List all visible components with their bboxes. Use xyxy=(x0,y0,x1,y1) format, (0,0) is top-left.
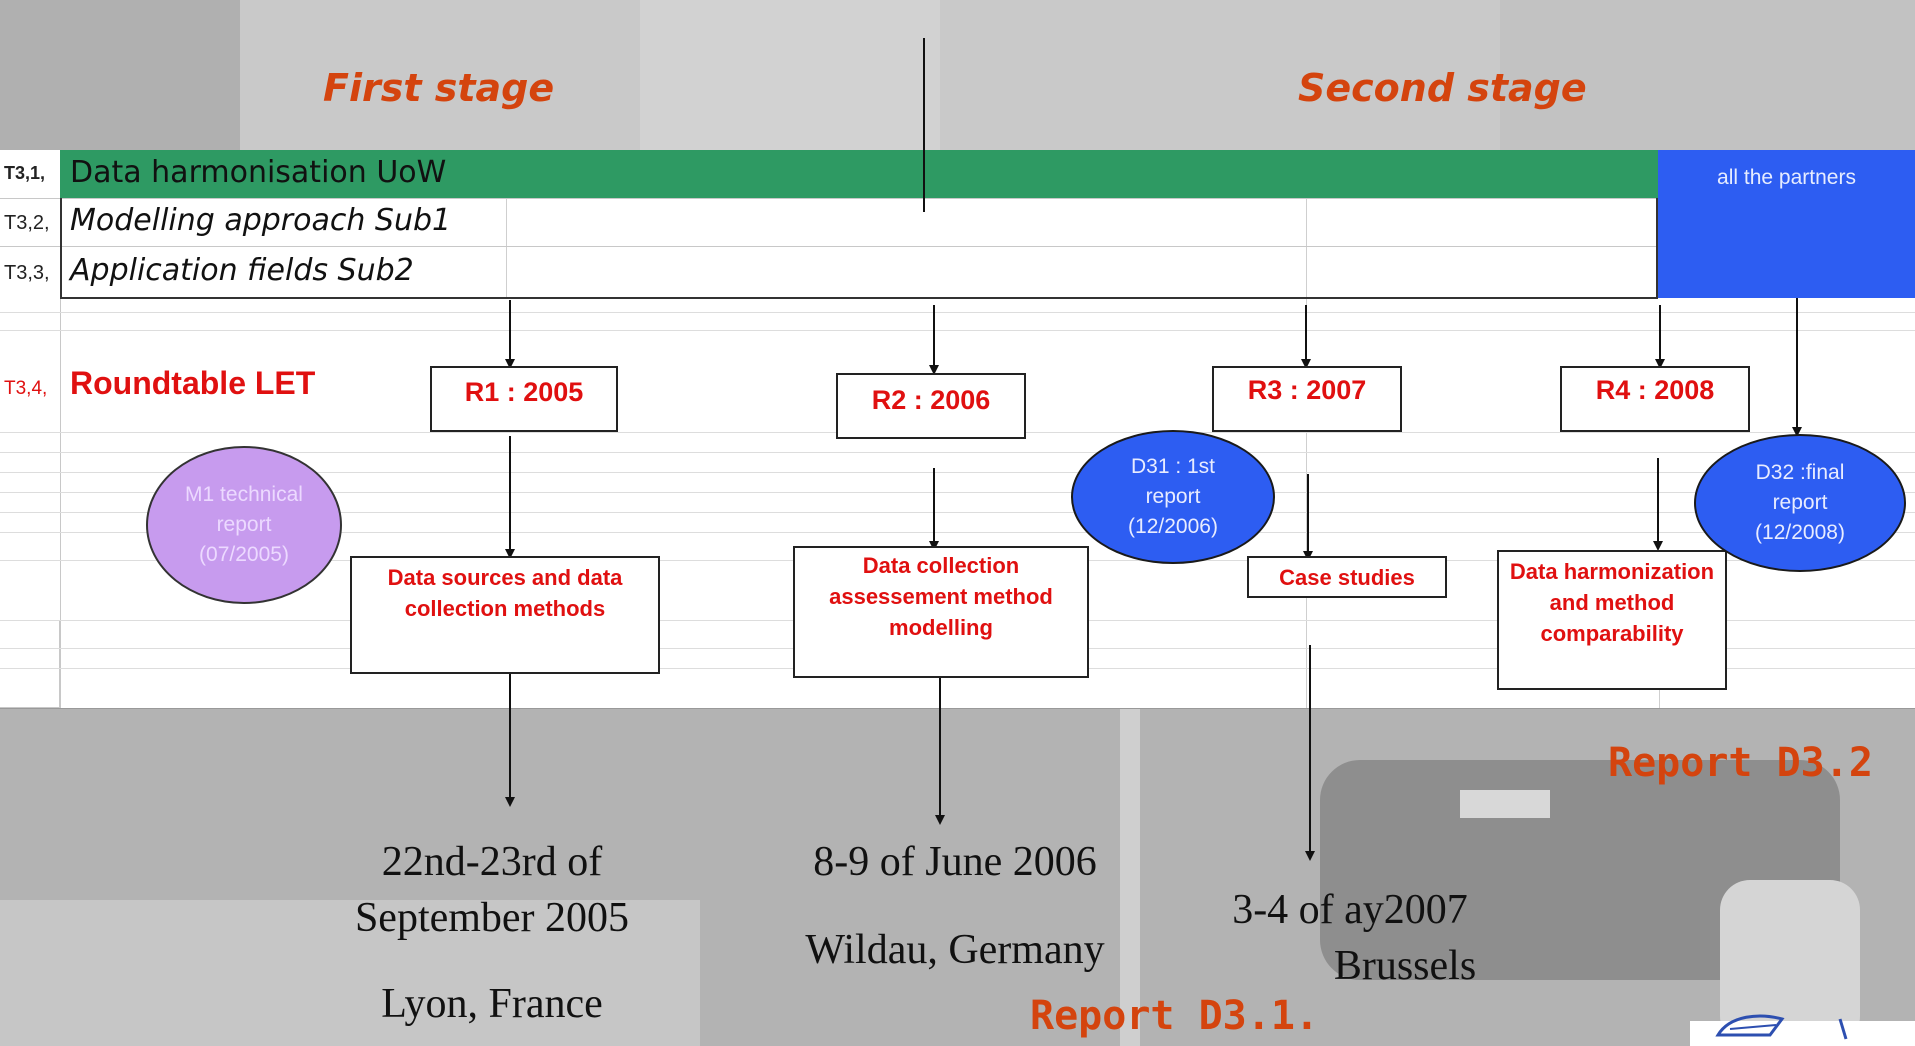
grid-row-line xyxy=(0,492,1915,493)
activity-box-data-harmonization: Data harmonization and method comparabil… xyxy=(1497,550,1727,690)
roundtable-label-r1: R1 : 2005 xyxy=(464,377,584,407)
task-label-roundtable: Roundtable LET xyxy=(70,365,316,401)
task-label-data-harmonisation: Data harmonisation UoW xyxy=(70,155,447,190)
task-code-t33: T3,3, xyxy=(4,262,50,284)
activity-box-data-sources: Data sources and data collection methods xyxy=(350,556,660,674)
grid-row-line xyxy=(0,452,1915,453)
milestone-ellipse-d31: D31 : 1st report (12/2006) xyxy=(1071,430,1275,564)
sheet-left-stub xyxy=(0,620,60,708)
milestone-ellipse-d32: D32 :final report (12/2008) xyxy=(1694,434,1906,572)
event-date-brussels: 3-4 of ay2007 xyxy=(1232,887,1468,933)
roundtable-label-r2: R2 : 2006 xyxy=(871,385,991,415)
sheet-left-column-line xyxy=(60,150,61,708)
first-stage-title: First stage xyxy=(323,66,555,110)
sheet-column-line xyxy=(1306,198,1307,708)
report-d31-label: Report D3.1. xyxy=(1030,993,1319,1039)
grid-row-line xyxy=(0,512,1915,513)
grid-row-line xyxy=(0,246,1915,247)
event-date-lyon: 22nd-23rd of September 2005 xyxy=(354,839,630,941)
grid-row-line xyxy=(0,330,1915,331)
task-code-t32: T3,2, xyxy=(4,212,50,234)
task-rows-outline xyxy=(60,198,1658,299)
event-place-brussels: Brussels xyxy=(1333,943,1477,989)
roundtable-box-r2: R2 : 2006 xyxy=(836,373,1026,439)
grid-row-line xyxy=(0,532,1915,533)
grid-row-line xyxy=(0,198,1915,199)
task-code-t34: T3,4, xyxy=(4,378,48,399)
roundtable-label-r4: R4 : 2008 xyxy=(1595,375,1715,405)
event-place-lyon: Lyon, France xyxy=(381,981,603,1027)
roundtable-label-r3: R3 : 2007 xyxy=(1247,375,1367,405)
roundtable-box-r3: R3 : 2007 xyxy=(1212,366,1402,432)
second-stage-title: Second stage xyxy=(1298,66,1587,110)
logo-fragment-icon xyxy=(1690,1014,1915,1046)
event-date-wildau: 8-9 of June 2006 xyxy=(813,839,1097,885)
activity-box-case-studies: Case studies xyxy=(1247,556,1447,598)
task-label-application-fields: Application fields Sub2 xyxy=(70,253,414,288)
partners-label: all the partners xyxy=(1717,166,1856,189)
partners-block xyxy=(1658,150,1915,298)
sheet-column-line xyxy=(506,198,507,298)
task-label-modelling-approach: Modelling approach Sub1 xyxy=(70,203,452,238)
task-code-t31: T3,1, xyxy=(4,163,46,183)
roundtable-box-r4: R4 : 2008 xyxy=(1560,366,1750,432)
report-d32-label: Report D3.2 xyxy=(1608,740,1873,786)
grid-row-line xyxy=(0,312,1915,313)
task-bar-data-harmonisation xyxy=(60,150,1658,198)
grid-row-line xyxy=(0,472,1915,473)
event-place-wildau: Wildau, Germany xyxy=(805,927,1105,973)
roundtable-box-r1: R1 : 2005 xyxy=(430,366,618,432)
activity-box-data-collection: Data collection assessement method model… xyxy=(793,546,1089,678)
grid-row-line xyxy=(0,708,1915,709)
milestone-ellipse-m1: M1 technical report (07/2005) xyxy=(146,446,342,604)
